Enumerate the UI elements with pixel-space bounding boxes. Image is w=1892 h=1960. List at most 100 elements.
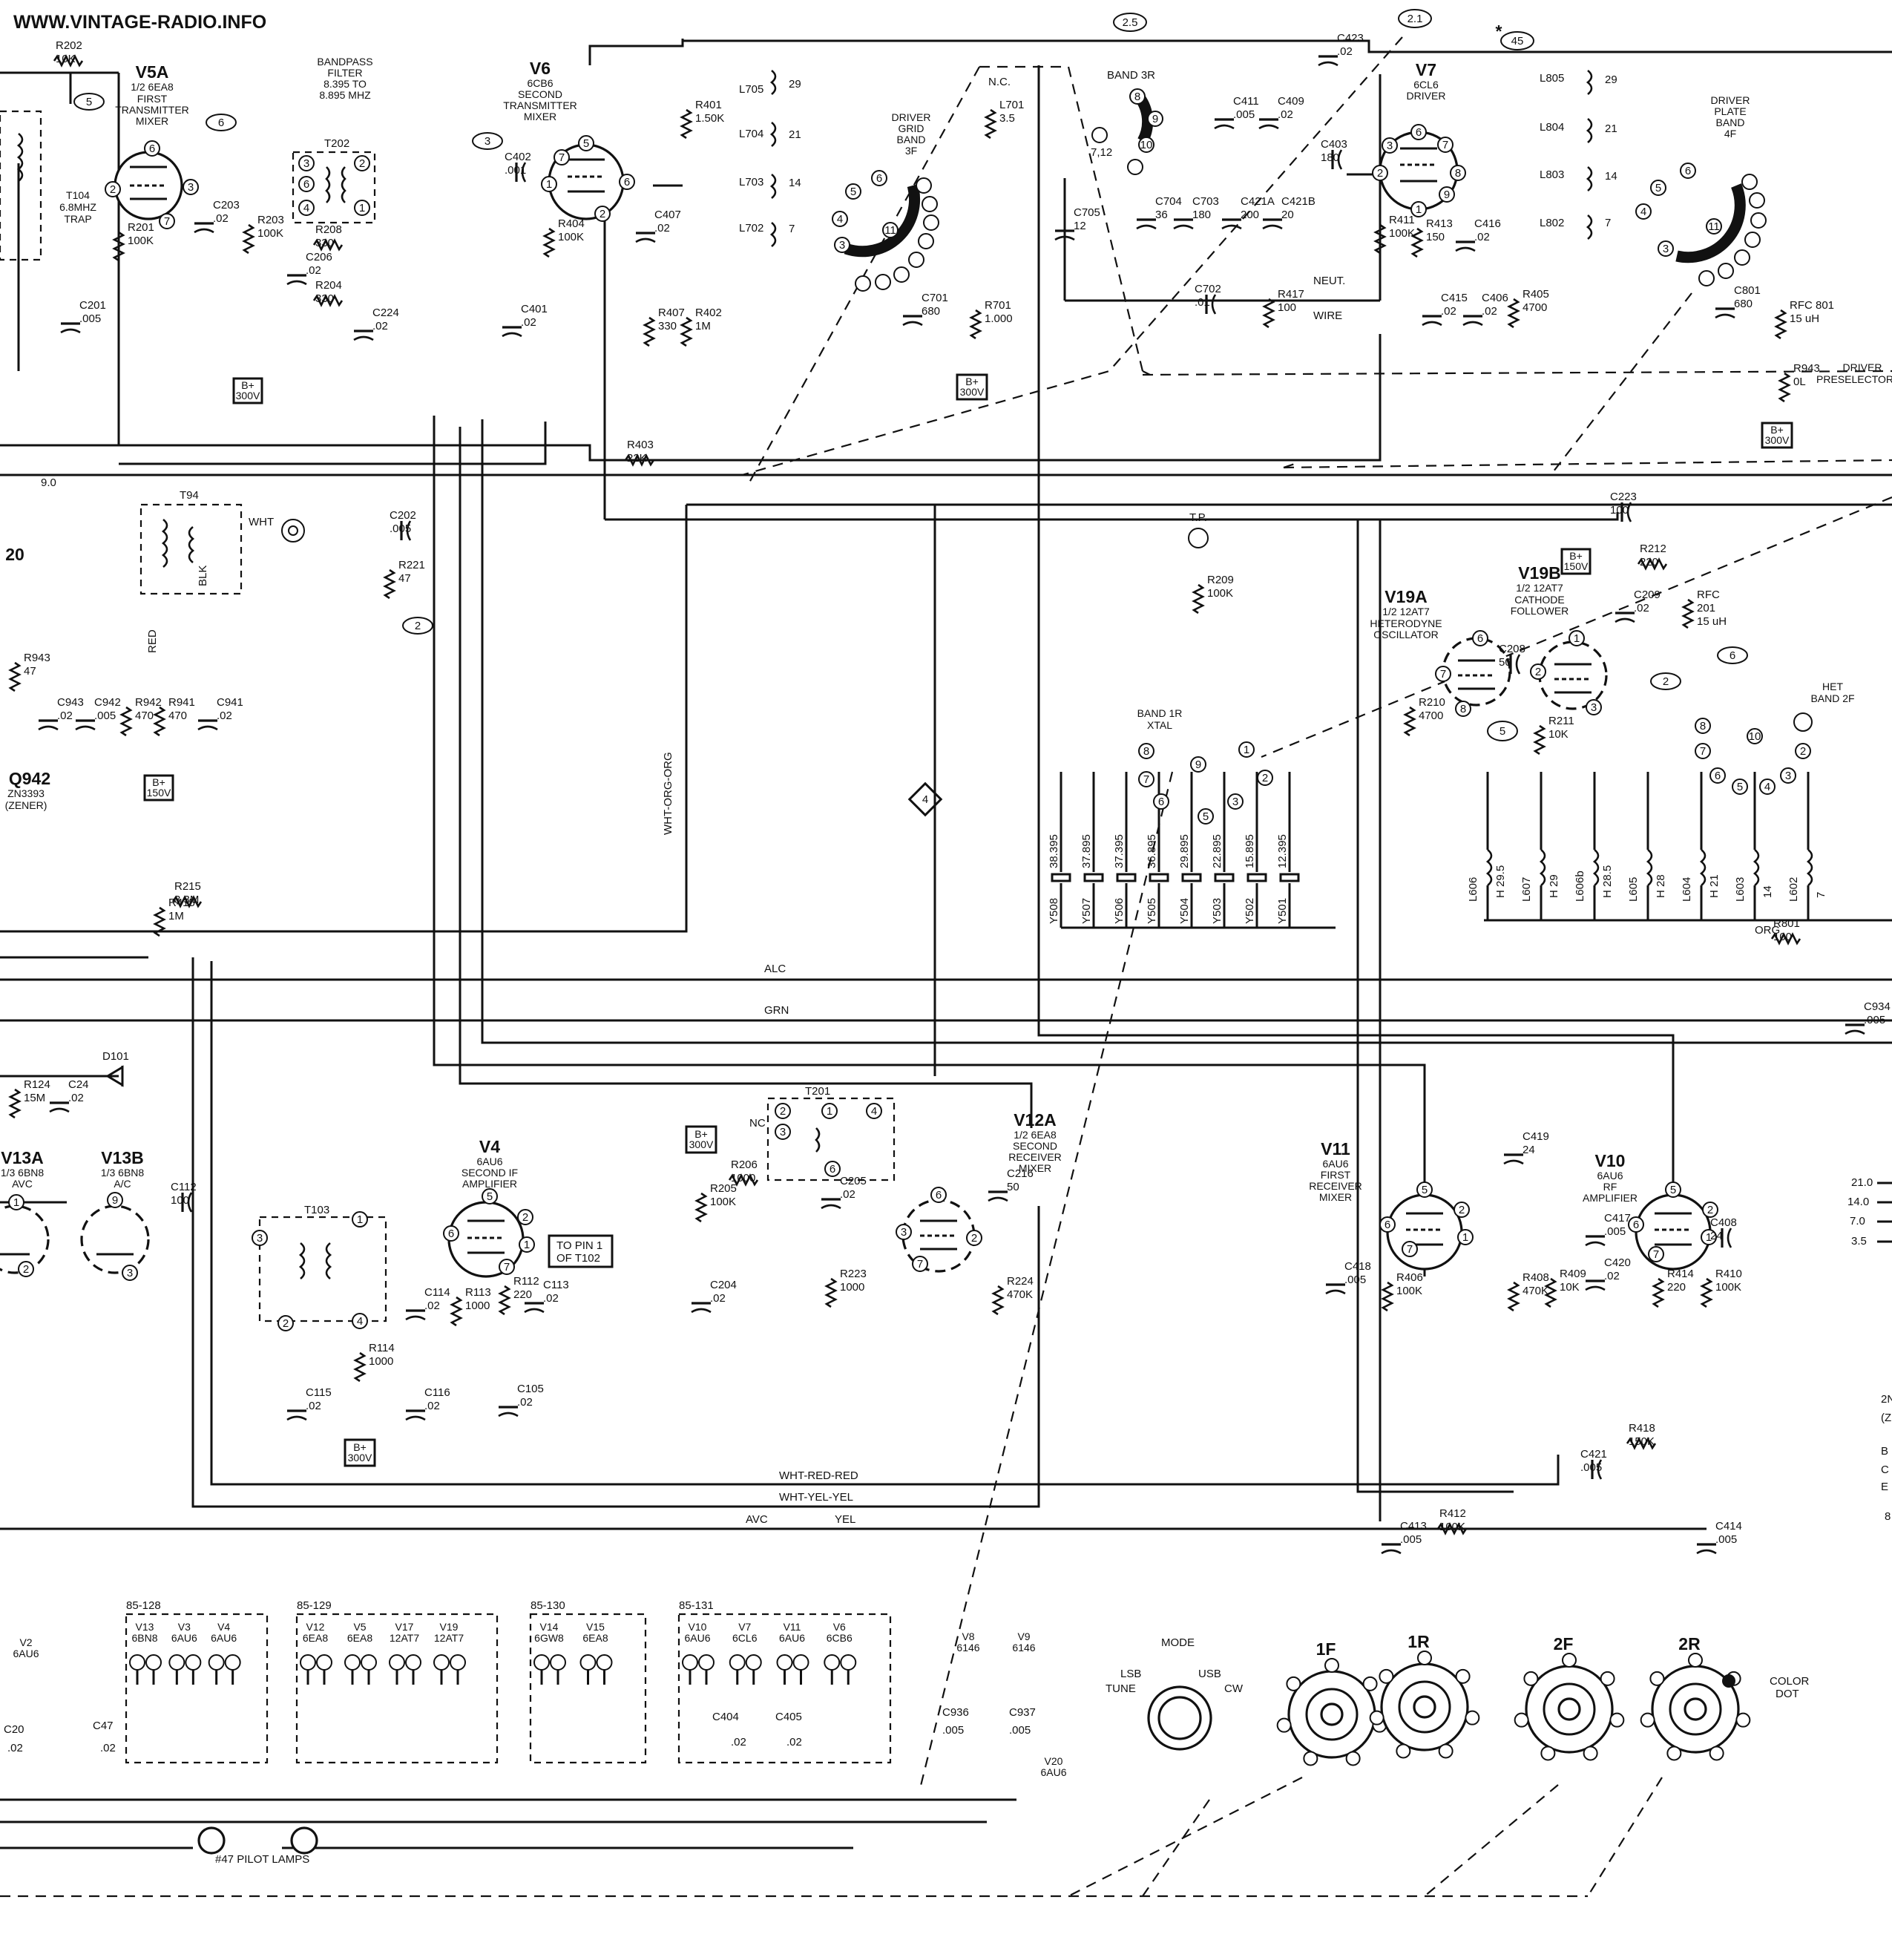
label-c409: C409 <box>1278 95 1304 108</box>
svg-text:14: 14 <box>1605 170 1617 183</box>
color-dot-label: DOT <box>1776 1688 1799 1700</box>
tube-v11: 5 2 6 1 7 V11 6AU6 FIRST RECEIVER MIXER <box>1309 1139 1474 1271</box>
value-r408: 470K <box>1523 1285 1548 1297</box>
band-3r-switch: 8 9 10 BAND 3R 7,12 <box>1091 69 1163 175</box>
label-r206: R206 <box>731 1158 758 1171</box>
value-r203: 100K <box>257 227 283 240</box>
value-r209: 100K <box>1207 587 1233 600</box>
resistor-r413 <box>1410 227 1424 258</box>
value-r410: 100K <box>1715 1281 1741 1294</box>
svg-text:L804: L804 <box>1540 121 1564 134</box>
resistor-r407 <box>643 316 656 347</box>
resistor-r223 <box>824 1277 838 1308</box>
svg-text:L704: L704 <box>739 128 763 140</box>
heater-tube-type: 12AT7 <box>390 1632 419 1644</box>
svg-text:6: 6 <box>1730 649 1735 662</box>
capacitor-c113 <box>524 1308 545 1314</box>
resistor-r215 <box>171 895 203 908</box>
capacitor-c116 <box>405 1415 426 1421</box>
label-c943: C943 <box>57 696 84 709</box>
label-r112: R112 <box>513 1275 539 1288</box>
svg-text:7: 7 <box>1143 773 1149 786</box>
crystal-freq: 22.895 <box>1211 834 1223 868</box>
svg-text:2.5: 2.5 <box>1123 16 1138 29</box>
capacitor-c216 <box>988 1196 1008 1202</box>
svg-text:4: 4 <box>357 1315 363 1328</box>
capacitor-c403 <box>1337 149 1343 170</box>
svg-text:3: 3 <box>1232 796 1238 808</box>
svg-text:1/3 6BN8: 1/3 6BN8 <box>1 1167 45 1179</box>
heater-tube-id: V4 <box>217 1621 230 1633</box>
diode-d101 <box>105 1065 124 1087</box>
crystal-Y504 <box>1181 873 1202 882</box>
svg-text:L703: L703 <box>739 176 763 189</box>
value-r212: 220 <box>1640 556 1658 568</box>
svg-text:ZN3393: ZN3393 <box>7 787 45 799</box>
svg-text:300V: 300V <box>348 1452 372 1464</box>
value-r401: 1.50K <box>695 112 724 125</box>
capacitor-c112 <box>187 1192 193 1213</box>
svg-text:29: 29 <box>789 78 801 91</box>
het-coil-id: L602 <box>1787 877 1800 902</box>
svg-text:8.895 MHZ: 8.895 MHZ <box>319 89 371 101</box>
svg-text:GRN: GRN <box>764 1004 789 1017</box>
svg-text:T104: T104 <box>66 189 90 201</box>
label-r201: R201 <box>128 221 154 234</box>
svg-text:AVC: AVC <box>12 1178 33 1190</box>
resistor-r201 <box>112 231 125 262</box>
tube-v19a: 6 7 8 V19A 1/2 12AT7 HETERODYNE OSCILLAT… <box>1370 587 1511 717</box>
label-c801: C801 <box>1734 284 1761 297</box>
svg-text:2: 2 <box>1707 1204 1713 1216</box>
svg-text:2: 2 <box>283 1317 289 1330</box>
svg-text:6: 6 <box>1416 126 1422 139</box>
heater-tube-type: 6AU6 <box>779 1632 805 1644</box>
svg-text:MIXER: MIXER <box>524 111 556 122</box>
value-rfc801: 15 uH <box>1790 312 1819 325</box>
heater-tube-id: V15 <box>586 1621 605 1633</box>
capacitor-c114 <box>405 1315 426 1321</box>
value-r414: 220 <box>1667 1281 1686 1294</box>
heater-tube-id: V14 <box>540 1621 559 1633</box>
resistor-r212 <box>1637 557 1668 571</box>
mode-switch: MODE LSB USB TUNE CW <box>1106 1636 1244 1751</box>
capacitor-c418 <box>1325 1289 1346 1295</box>
capacitor-c206 <box>286 280 307 286</box>
label-c24: C24 <box>68 1078 89 1091</box>
svg-text:5: 5 <box>583 137 589 150</box>
capacitor-c421a <box>1221 224 1242 230</box>
label-c702: C702 <box>1195 283 1221 295</box>
resistor-r943b <box>1778 372 1791 403</box>
svg-text:MODE: MODE <box>1161 1636 1195 1649</box>
svg-text:6146: 6146 <box>1012 1642 1035 1653</box>
capacitor-c942 <box>75 725 96 731</box>
wiring <box>0 39 1892 1849</box>
label-r203: R203 <box>257 214 284 226</box>
value-r407: 330 <box>658 320 677 332</box>
crystal-id: Y504 <box>1178 898 1191 924</box>
label-c112: C112 <box>171 1181 197 1193</box>
label-r406: R406 <box>1396 1271 1423 1284</box>
value-c201: .005 <box>79 312 101 325</box>
value-c416: .02 <box>1474 231 1490 243</box>
heater-part: 85-129 <box>297 1599 332 1612</box>
svg-text:21: 21 <box>1605 122 1617 135</box>
label-c414: C414 <box>1715 1520 1742 1533</box>
tube-v12a: 6 3 2 7 V12A 1/2 6EA8 SECOND RECEIVER MI… <box>896 1110 1062 1273</box>
resistor-r404 <box>542 227 556 258</box>
frequency-legend: 21.0 14.0 7.0 3.5 2N (Z B C E 8 <box>1847 1176 1892 1523</box>
svg-text:11: 11 <box>1708 220 1720 233</box>
svg-text:NC: NC <box>749 1117 766 1130</box>
value-c114: .02 <box>424 1299 440 1312</box>
supply-b300-b: B+ 300V <box>956 373 988 401</box>
label-c701: C701 <box>922 292 948 304</box>
circled-references: 5 6 3 2.5 2.1 45 * 2 5 6 2 4 <box>73 9 1748 817</box>
label-r413: R413 <box>1426 217 1453 230</box>
capacitor-c407 <box>635 237 656 243</box>
value-r404: 100K <box>558 231 584 243</box>
svg-text:V8: V8 <box>962 1630 974 1642</box>
svg-text:RF: RF <box>1603 1181 1617 1193</box>
svg-text:MIXER: MIXER <box>1319 1191 1352 1203</box>
label-r941: R941 <box>168 696 195 709</box>
capacitor-c402 <box>521 162 527 183</box>
